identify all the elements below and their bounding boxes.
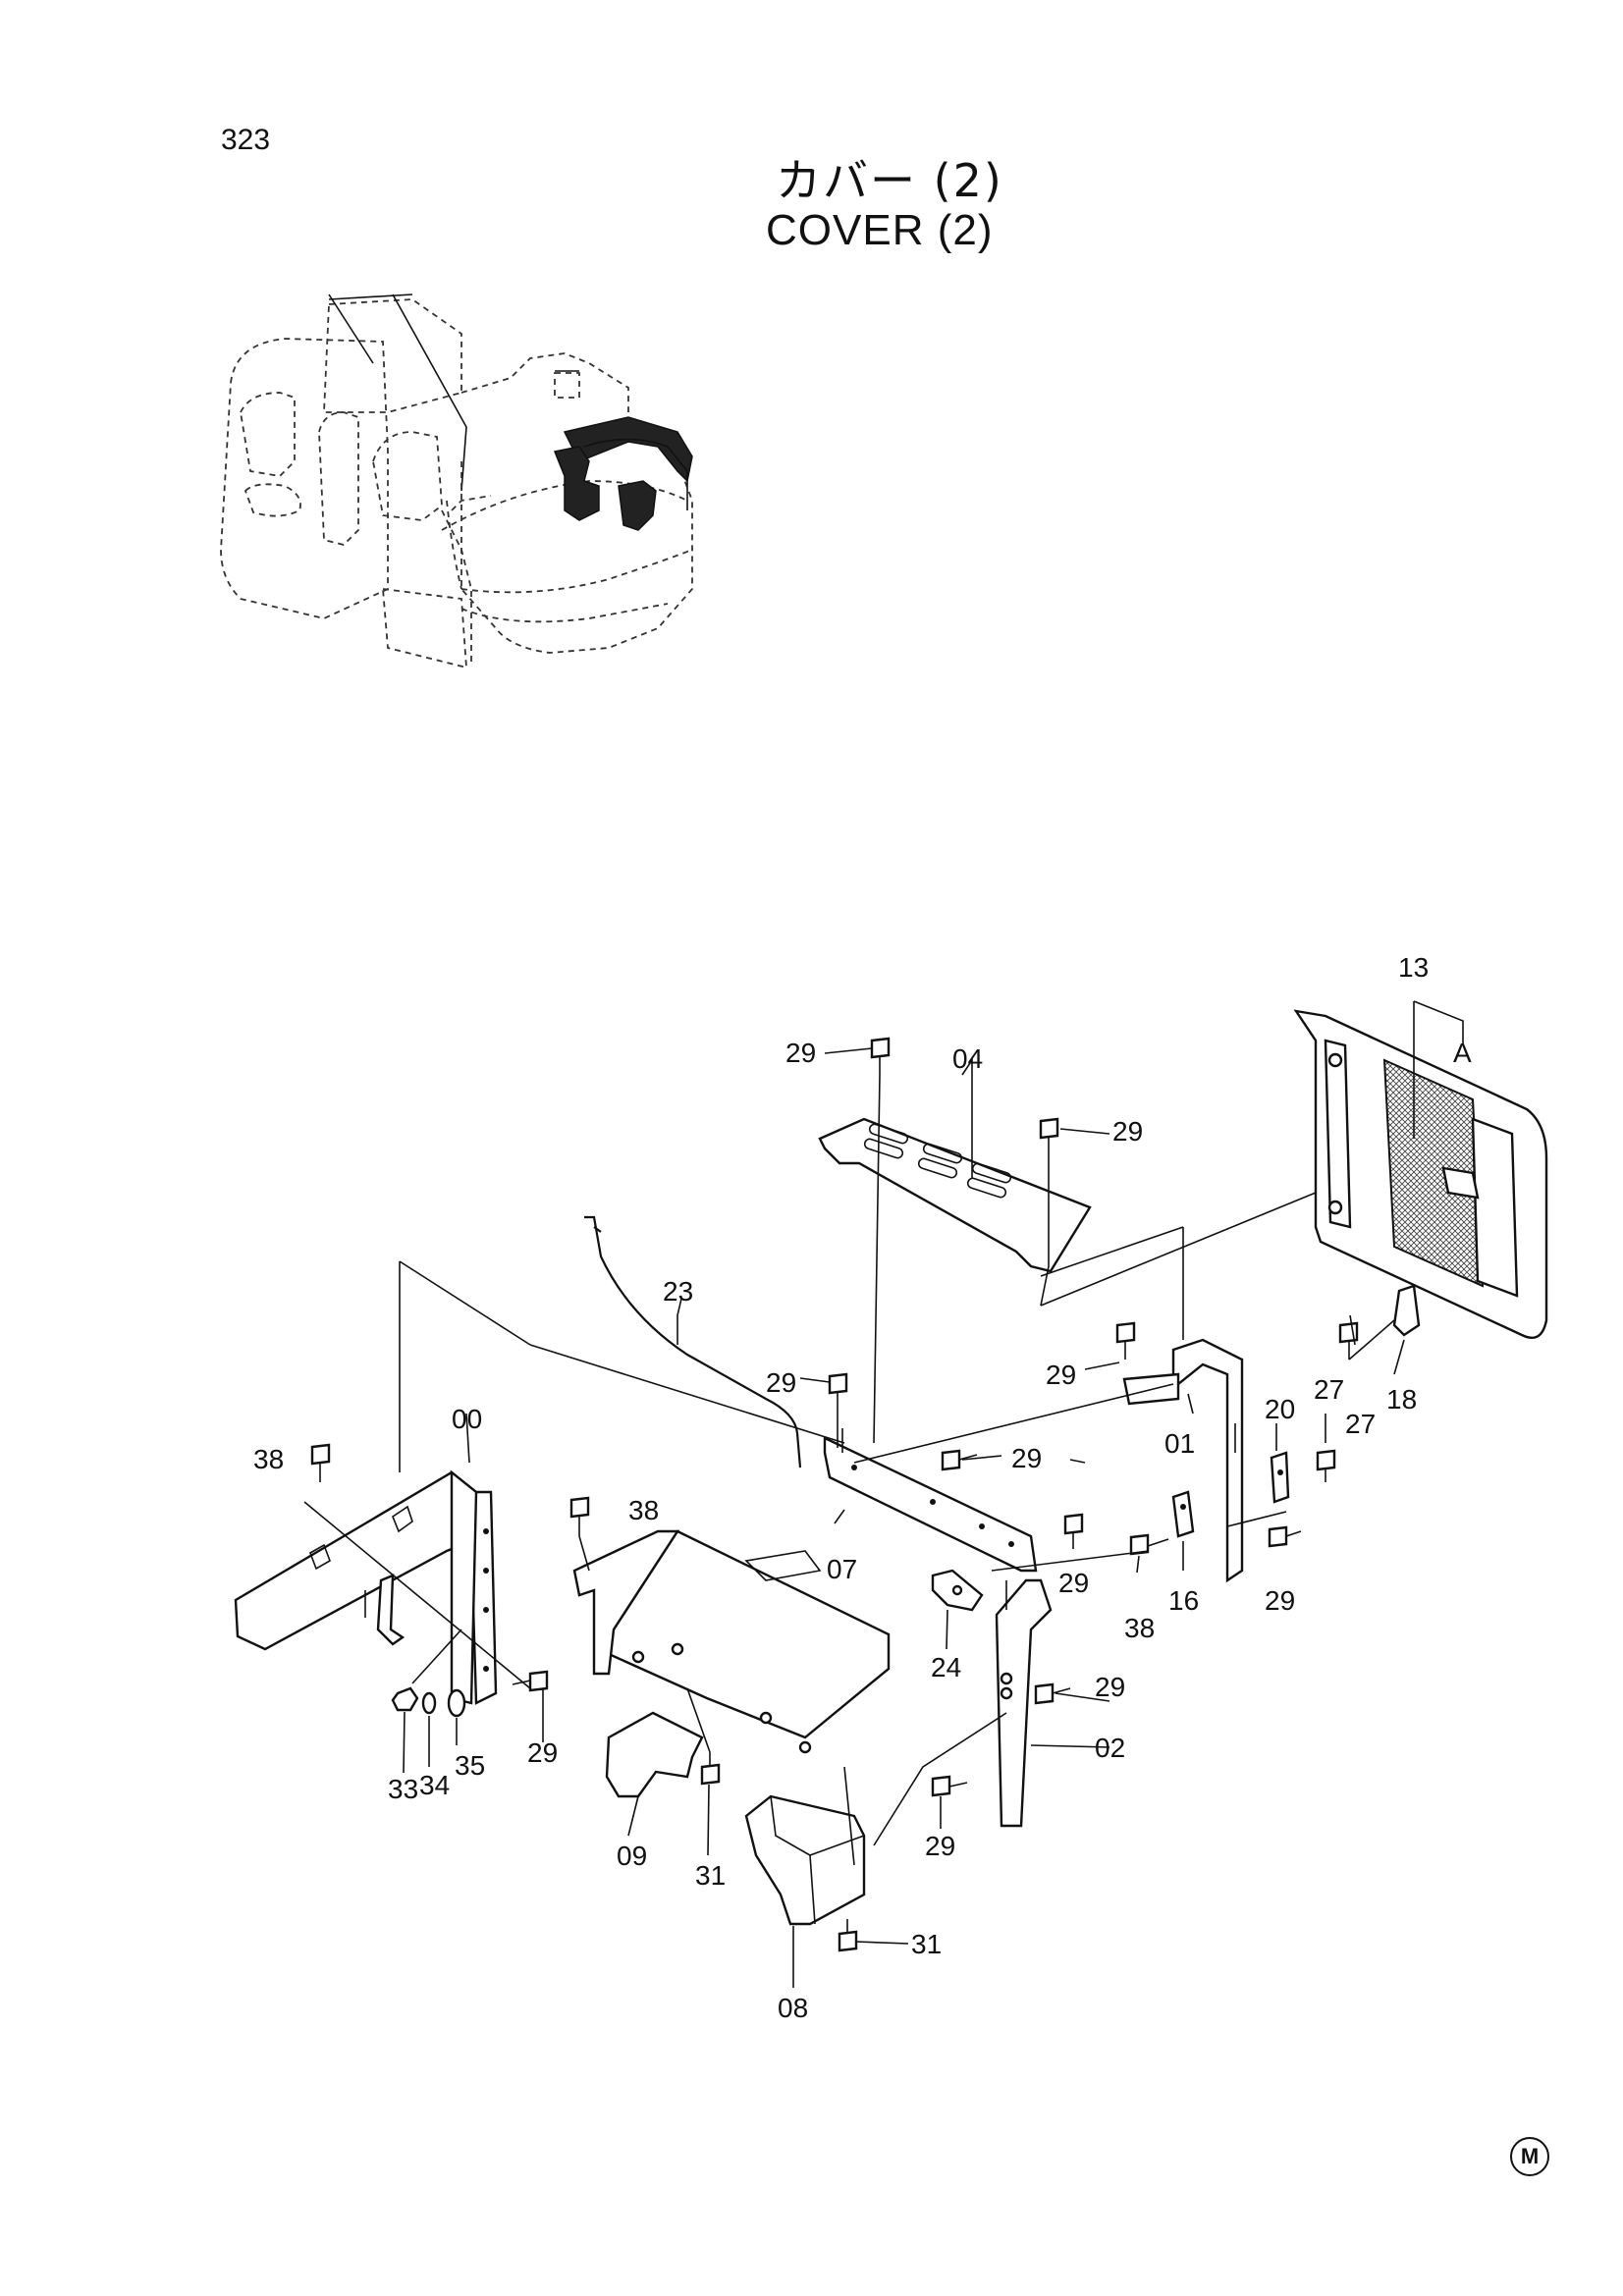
callout-29: 29 <box>1265 1585 1295 1616</box>
callout-02: 02 <box>1095 1733 1125 1763</box>
part-02-leg <box>995 1578 1053 1828</box>
callout-13: 13 <box>1398 952 1429 983</box>
callout-35: 35 <box>455 1750 485 1781</box>
title-english: COVER (2) <box>766 206 994 254</box>
callout-29: 29 <box>1112 1116 1143 1147</box>
manufacturer-mark: M <box>1510 2137 1549 2176</box>
part-16-plate <box>1171 1490 1195 1538</box>
callout-29: 29 <box>1011 1443 1042 1473</box>
callout-labels: 29 04 29 13 A 23 29 29 01 20 27 27 18 29… <box>253 952 1472 2023</box>
callout-07: 07 <box>827 1554 857 1584</box>
part-00-frame <box>234 1469 498 1705</box>
assembly-lines <box>303 1074 1395 1866</box>
title-japanese: カバー (2) <box>776 154 1003 207</box>
callout-29: 29 <box>1046 1360 1076 1390</box>
callout-29: 29 <box>766 1367 796 1398</box>
part-07-tray <box>572 1529 891 1754</box>
callout-29: 29 <box>1095 1672 1125 1702</box>
callout-09: 09 <box>617 1841 647 1871</box>
part-crossbar <box>823 1436 1038 1573</box>
nut-washer-icons <box>391 1686 466 1718</box>
part-09-bracket <box>605 1711 704 1798</box>
leader-lines <box>403 1000 1464 1988</box>
callout-23: 23 <box>663 1276 693 1307</box>
excavator-overview-illustration <box>220 294 693 669</box>
callout-detail-a: A <box>1453 1038 1472 1068</box>
callout-16: 16 <box>1168 1585 1199 1616</box>
callout-27: 27 <box>1314 1374 1344 1405</box>
part-04-vented-plate <box>818 1117 1092 1273</box>
part-23-rod <box>584 1215 802 1468</box>
callout-04: 04 <box>952 1043 983 1074</box>
callout-08: 08 <box>778 1993 808 2023</box>
callout-31: 31 <box>911 1929 942 1959</box>
part-20-plate <box>1270 1451 1290 1504</box>
callout-33: 33 <box>388 1774 418 1804</box>
callout-29: 29 <box>527 1737 558 1768</box>
callout-00: 00 <box>452 1404 482 1434</box>
callout-20: 20 <box>1265 1394 1295 1424</box>
callout-38: 38 <box>1124 1613 1155 1643</box>
part-13-mesh-door <box>1293 1009 1548 1340</box>
part-24-clip <box>931 1569 984 1612</box>
callout-24: 24 <box>931 1652 961 1682</box>
callout-31: 31 <box>695 1860 726 1891</box>
callout-01: 01 <box>1164 1428 1195 1459</box>
callout-34: 34 <box>419 1770 450 1800</box>
callout-38: 38 <box>253 1444 284 1474</box>
callout-18: 18 <box>1386 1384 1417 1415</box>
callout-29: 29 <box>925 1831 955 1861</box>
part-08-side-cover <box>744 1794 866 1926</box>
callout-29: 29 <box>785 1038 816 1068</box>
callout-29: 29 <box>1058 1568 1089 1598</box>
callout-27: 27 <box>1345 1409 1376 1439</box>
part-18-clip <box>1392 1284 1421 1337</box>
callout-38: 38 <box>628 1495 659 1525</box>
page-number: 323 <box>221 124 271 156</box>
bolt-icons <box>310 1037 1359 1952</box>
